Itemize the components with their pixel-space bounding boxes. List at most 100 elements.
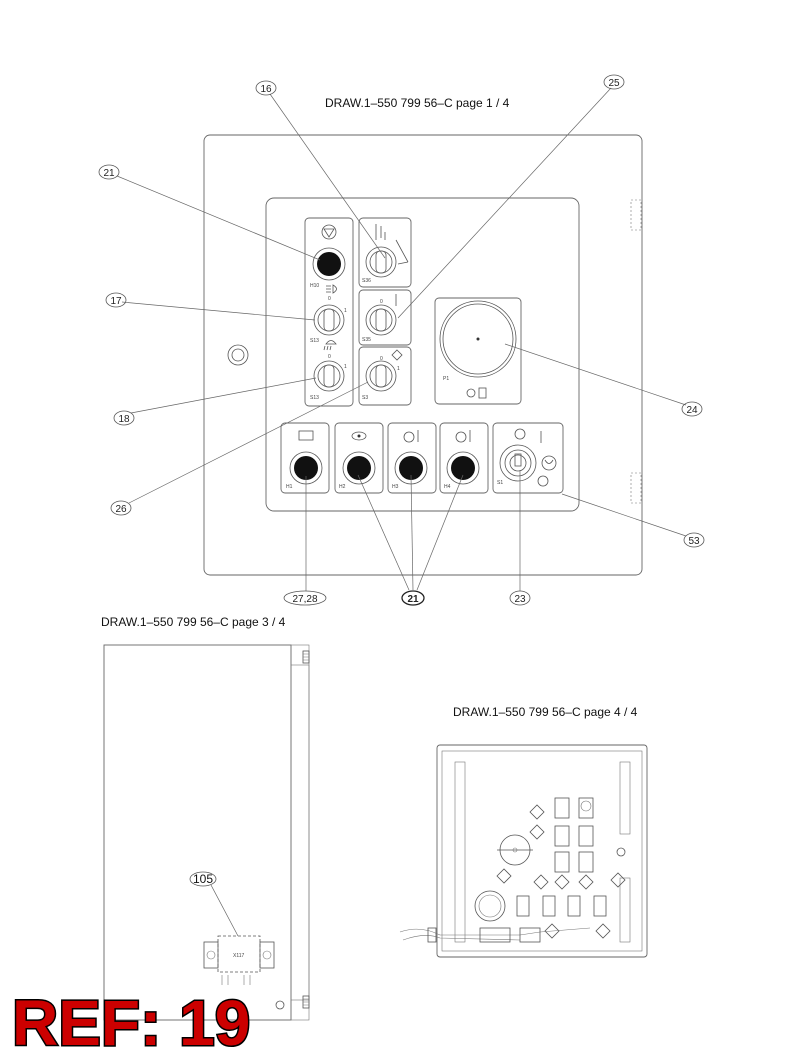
interior-inner — [441, 750, 643, 952]
ignition-back — [474, 890, 506, 922]
off-symbol-icon — [514, 428, 526, 440]
mark-one-s13b: 1 — [344, 364, 347, 370]
svg-text:21: 21 — [103, 168, 115, 179]
svg-text:18: 18 — [118, 414, 130, 425]
ignition-switch-s1 — [499, 444, 537, 482]
start-symbol-icon — [537, 475, 549, 487]
wiring-harness — [399, 927, 591, 943]
side-hinge-top — [302, 650, 310, 664]
rotary-switch-s36 — [365, 246, 397, 278]
mark-zero-s3: 0 — [380, 356, 383, 362]
callout-24: 24 — [681, 401, 703, 417]
switch-box-s3 — [358, 346, 412, 406]
label-s13a: S13 — [310, 338, 319, 344]
callout-26: 26 — [110, 500, 132, 516]
svg-text:26: 26 — [115, 504, 127, 515]
side-panel-inner-edge — [290, 664, 310, 1001]
svg-text:24: 24 — [686, 405, 698, 416]
label-s35: S35 — [362, 337, 371, 343]
beacon-icon — [391, 349, 403, 361]
work-light-icon — [323, 340, 337, 351]
rotary-switch-s13b — [313, 360, 345, 392]
callout-23: 23 — [509, 590, 531, 606]
callout-25: 25 — [603, 74, 625, 90]
hinge-top — [630, 199, 642, 231]
connector-x117 — [203, 935, 275, 985]
label-h3: H3 — [392, 484, 399, 490]
page4-heading: DRAW.1–550 799 56–C page 4 / 4 — [453, 705, 638, 719]
ignition-box — [492, 422, 564, 494]
switch-mounts — [496, 804, 626, 890]
label-h4: H4 — [444, 484, 451, 490]
leader-105 — [210, 884, 239, 937]
hinge-bottom — [630, 472, 642, 504]
lamp-backs — [516, 895, 611, 939]
side-hinge-bottom — [302, 995, 310, 1009]
label-x117: X117 — [233, 953, 245, 959]
hour-meter-back — [497, 834, 533, 866]
reference-stamp: REF: 19 — [12, 987, 250, 1053]
page1-heading: DRAW.1–550 799 56–C page 1 / 4 — [325, 96, 510, 110]
interior-left-rail — [454, 761, 466, 943]
mark-zero-s13b: 0 — [328, 354, 331, 360]
interior-outer — [436, 744, 648, 958]
svg-text:25: 25 — [608, 78, 620, 89]
svg-text:21: 21 — [407, 594, 419, 605]
svg-text:17: 17 — [110, 296, 122, 307]
callout-105: 105 — [189, 871, 217, 887]
hour-meter-box — [434, 297, 522, 405]
left-switch-block — [304, 217, 354, 407]
leader-lines-page1 — [116, 87, 687, 591]
callout-17: 17 — [105, 292, 127, 308]
battery-icon — [298, 430, 314, 441]
switch-box-s35 — [358, 289, 412, 346]
headlight-icon — [326, 284, 337, 294]
callout-53: 53 — [683, 532, 705, 548]
svg-text:23: 23 — [514, 594, 526, 605]
indicator-lamp-h10 — [312, 247, 346, 281]
label-h2: H2 — [339, 484, 346, 490]
label-p1: P1 — [443, 376, 449, 382]
interior-right-rail-bottom — [619, 877, 631, 943]
callout-27-28: 27,28 — [283, 590, 327, 606]
glow-plug-icon — [541, 455, 557, 471]
engine-hours-icon — [466, 387, 487, 399]
mark-zero-s13a: 0 — [328, 296, 331, 302]
coolant-temp-icon — [403, 430, 419, 443]
indicator-lamp-h2 — [342, 451, 376, 485]
label-h1: H1 — [286, 484, 293, 490]
mark-one-s3: 1 — [397, 366, 400, 372]
rotary-switch-s35 — [365, 304, 397, 336]
callout-18: 18 — [113, 410, 135, 426]
callout-21-top: 21 — [98, 164, 120, 180]
label-s3: S3 — [362, 395, 368, 401]
svg-text:105: 105 — [193, 872, 213, 886]
interior-right-rail-top — [619, 761, 631, 835]
mark-one-s13a: 1 — [344, 308, 347, 314]
side-panel — [103, 644, 292, 1021]
svg-text:27,28: 27,28 — [292, 594, 317, 605]
svg-text:16: 16 — [260, 84, 272, 95]
mark-zero-s35: 0 — [380, 299, 383, 305]
oil-pressure-icon — [351, 431, 367, 441]
side-screw — [275, 1000, 285, 1010]
label-s1: S1 — [497, 480, 503, 486]
warning-triangle-icon — [321, 224, 337, 240]
hour-meter-p1 — [439, 300, 517, 378]
rotary-switch-s13a — [313, 304, 345, 336]
rotary-switch-s3 — [365, 360, 397, 392]
tipper-icon — [375, 224, 409, 265]
svg-text:53: 53 — [688, 536, 700, 547]
door-lock — [227, 344, 249, 366]
label-h10: H10 — [310, 283, 319, 289]
page3-heading: DRAW.1–550 799 56–C page 3 / 4 — [101, 615, 286, 629]
switch-backs-right — [554, 797, 626, 873]
indicator-lamp-h4 — [446, 451, 480, 485]
callout-16: 16 — [255, 80, 277, 96]
callout-21-bottom: 21 — [401, 590, 425, 606]
label-s13b: S13 — [310, 395, 319, 401]
label-s36: S36 — [362, 278, 371, 284]
hydraulic-temp-icon — [455, 430, 471, 443]
side-panel-edge — [290, 644, 310, 1021]
